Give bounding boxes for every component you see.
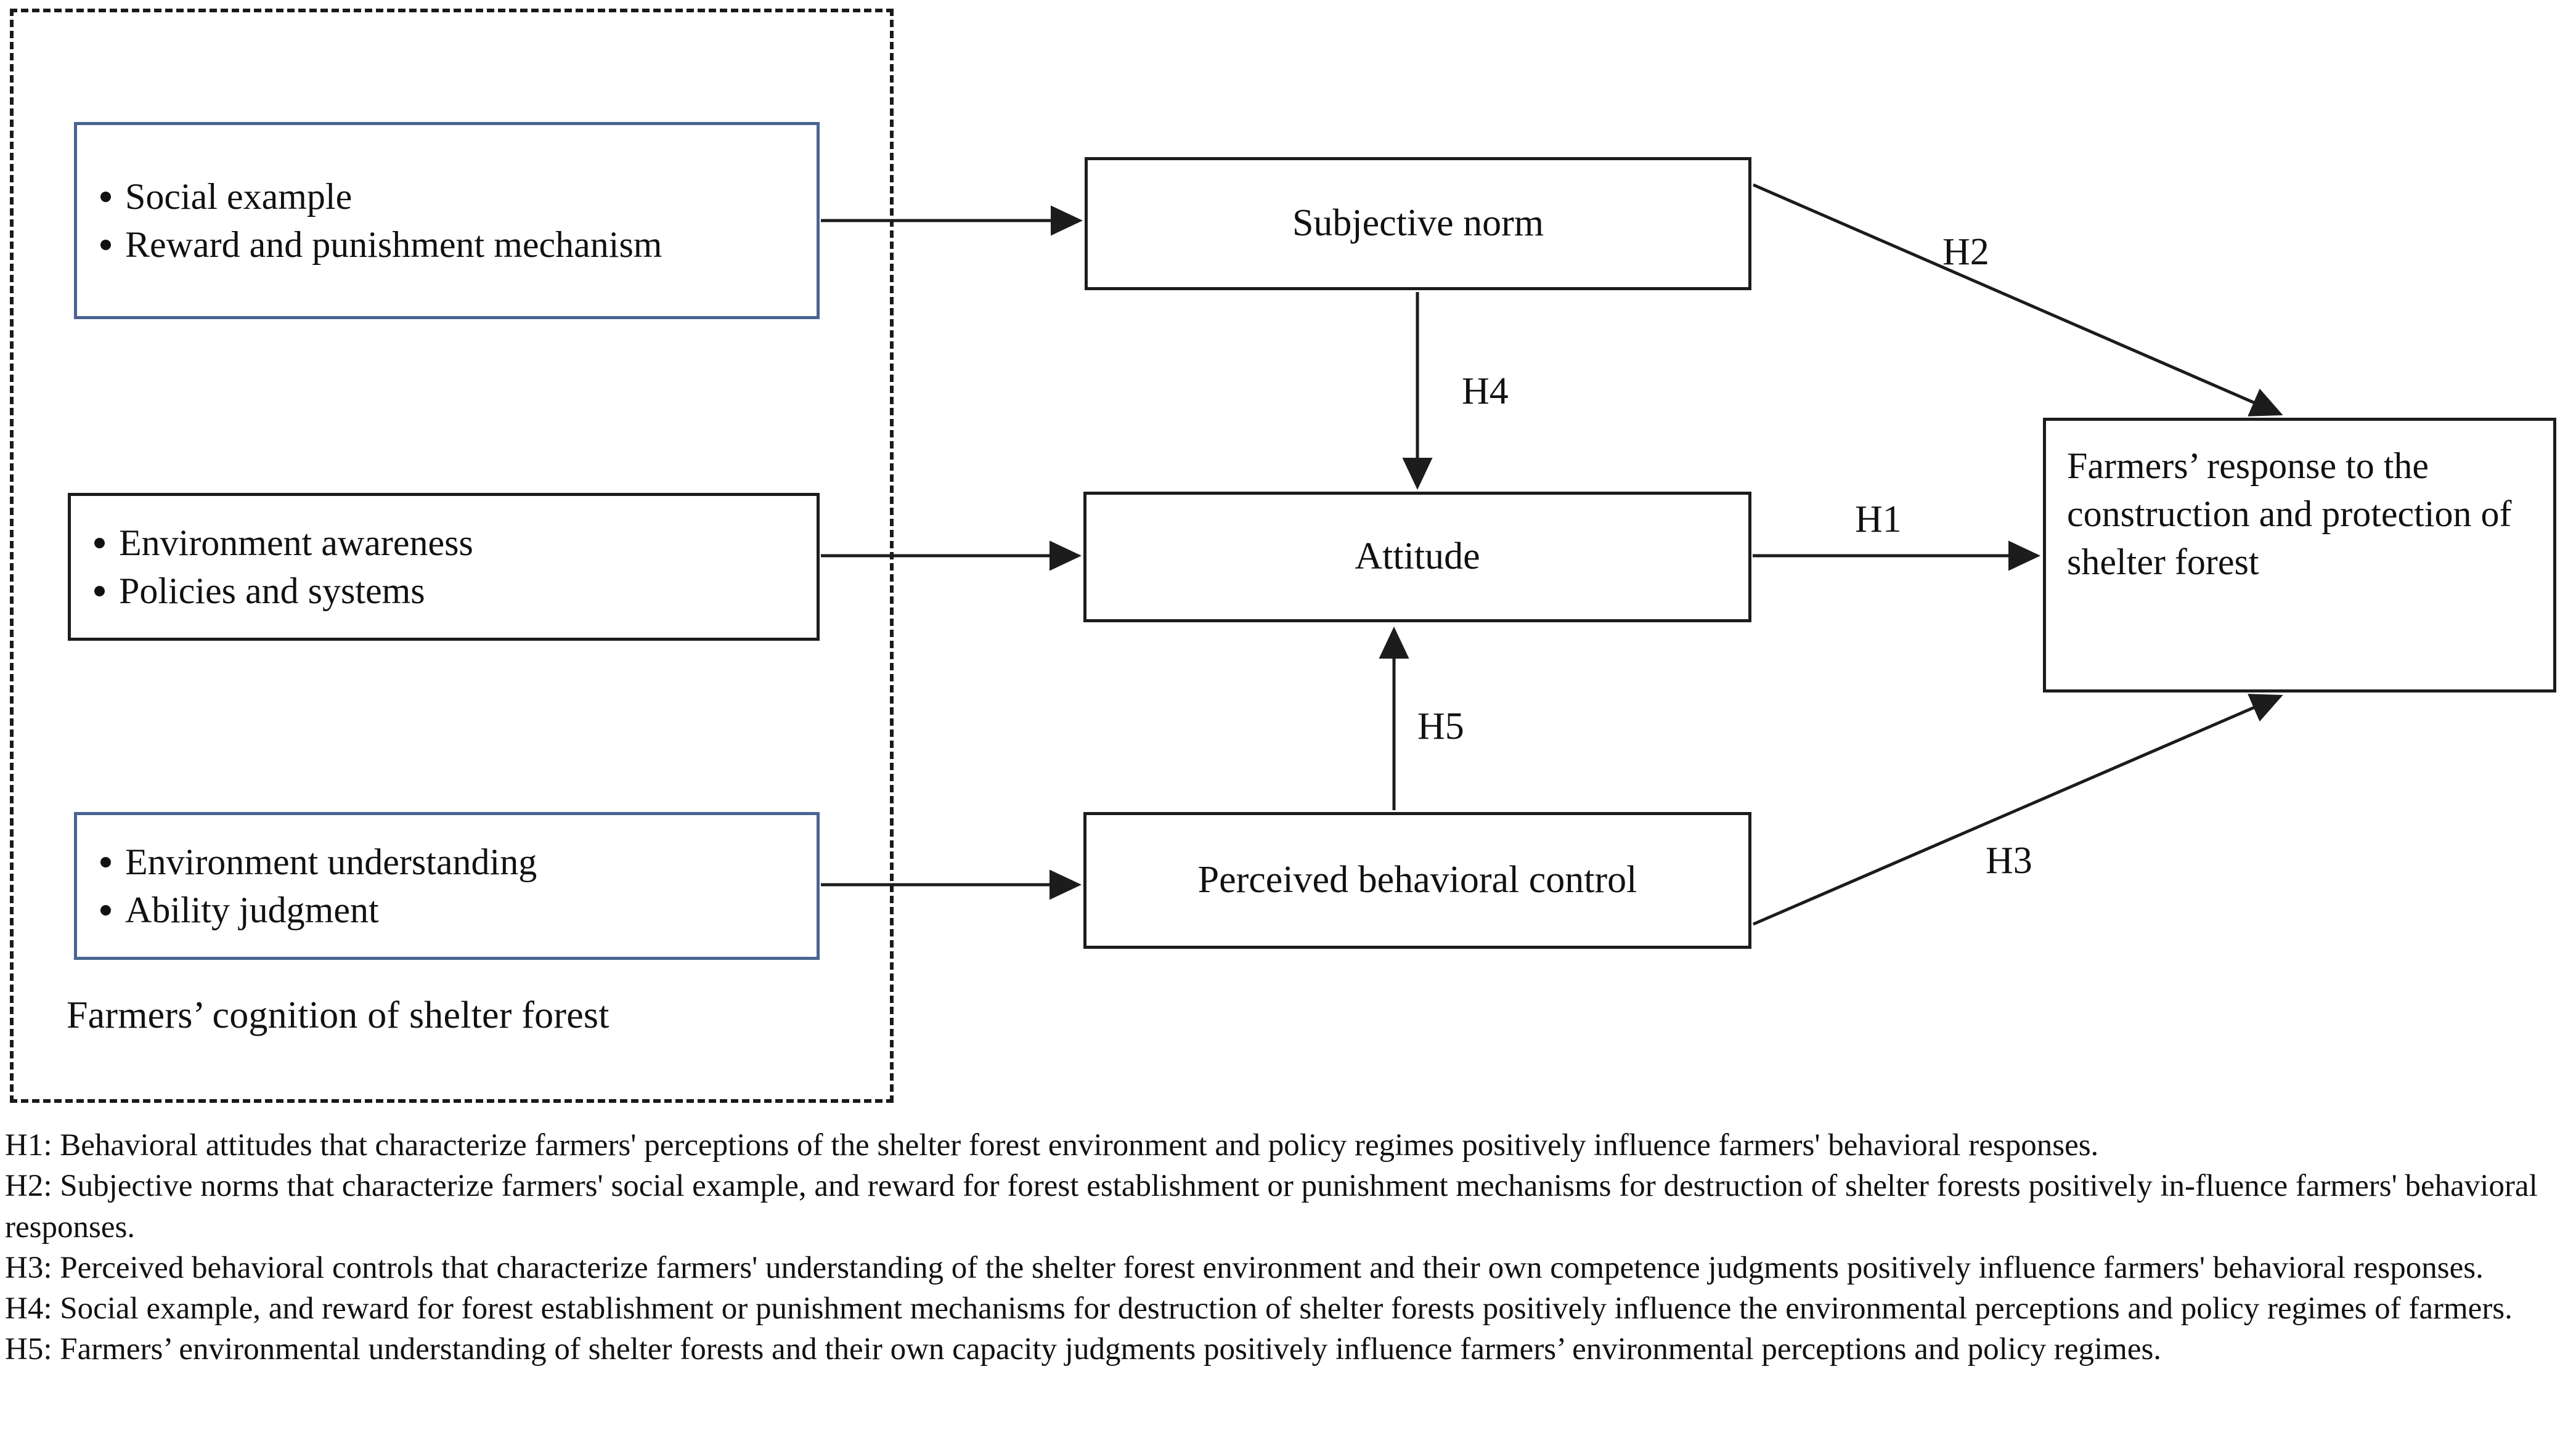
node-attitude[interactable]: Attitude <box>1083 492 1751 622</box>
list-item: Environment awareness <box>92 519 817 567</box>
node-subjective-norm[interactable]: Subjective norm <box>1085 157 1751 290</box>
edge-label-h3: H3 <box>1986 840 2032 882</box>
note-h2: H2: Subjective norms that characterize f… <box>5 1169 2538 1245</box>
edge-subjective-to-outcome-h2 <box>1753 183 2283 416</box>
node-environment-understanding[interactable]: Environment understanding Ability judgme… <box>74 812 820 960</box>
note-h4: H4: Social example, and reward for fores… <box>5 1291 2513 1326</box>
node-label: Attitude <box>1355 535 1480 578</box>
node-farmers-response[interactable]: Farmers’ response to the construction an… <box>2043 418 2556 692</box>
group-caption: Farmers’ cognition of shelter forest <box>67 994 609 1036</box>
social-bullet-list: Social example Reward and punishment mec… <box>77 173 817 269</box>
note-h3: H3: Perceived behavioral controls that c… <box>5 1250 2484 1285</box>
hypotheses-notes: H1: Behavioral attitudes that characteri… <box>5 1125 2571 1370</box>
node-social-example[interactable]: Social example Reward and punishment mec… <box>74 122 820 319</box>
node-label: Farmers’ response to the construction an… <box>2067 445 2512 582</box>
understanding-bullet-list: Environment understanding Ability judgme… <box>77 838 817 934</box>
note-h5: H5: Farmers’ environmental understanding… <box>5 1332 2162 1367</box>
edge-label-h4: H4 <box>1462 370 1509 412</box>
list-item: Ability judgment <box>98 886 817 934</box>
edge-label-h1: H1 <box>1855 498 1902 540</box>
list-item: Social example <box>98 173 817 221</box>
node-label: Perceived behavioral control <box>1197 859 1637 901</box>
node-environment-awareness[interactable]: Environment awareness Policies and syste… <box>68 493 820 641</box>
list-item: Policies and systems <box>92 567 817 615</box>
node-perceived-behavioral-control[interactable]: Perceived behavioral control <box>1083 812 1751 949</box>
edge-label-h5: H5 <box>1417 705 1464 747</box>
edge-perceived-to-outcome-h3 <box>1753 694 2283 926</box>
list-item: Reward and punishment mechanism <box>98 221 817 269</box>
edge-label-h2: H2 <box>1942 231 1989 273</box>
node-label: Subjective norm <box>1292 202 1544 245</box>
environment-bullet-list: Environment awareness Policies and syste… <box>71 519 817 615</box>
list-item: Environment understanding <box>98 838 817 886</box>
note-h1: H1: Behavioral attitudes that characteri… <box>5 1128 2099 1163</box>
